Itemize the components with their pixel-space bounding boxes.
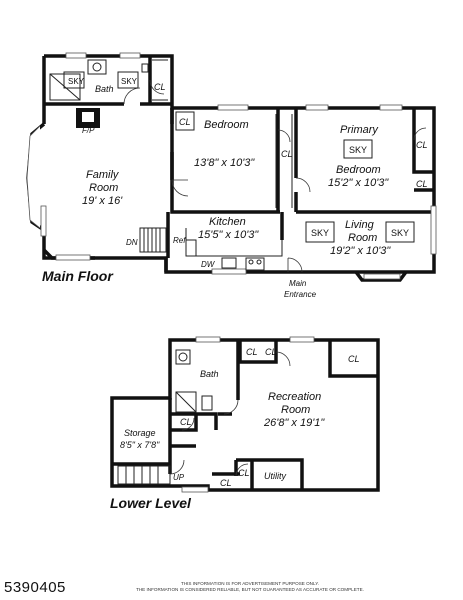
lower-closet-label-2: CL (265, 347, 277, 357)
living-room-label-2: Room (348, 232, 377, 244)
bedroom-closet-label-2: CL (281, 149, 293, 159)
top-closets-walls (238, 340, 378, 378)
kitchen-counter (185, 228, 283, 257)
storage-label: Storage (124, 428, 156, 438)
listing-id: 5390405 (4, 579, 66, 596)
stairs-down-label: DN (126, 238, 138, 247)
living-room-label-1: Living (345, 219, 375, 231)
kitchen-label: Kitchen (209, 216, 246, 228)
lower-shower-icon (175, 391, 197, 413)
toilet-icon (141, 63, 149, 73)
sky-label-bath-1: SKY (68, 77, 85, 86)
lower-bath-closet-walls (170, 414, 198, 448)
lower-bath-label: Bath (200, 369, 219, 379)
primary-bedroom-label: Bedroom (336, 164, 381, 176)
bath-closet-label: CL (154, 82, 166, 92)
refrigerator-label: Ref (173, 236, 186, 245)
kitchen-dims: 15'5" x 10'3" (198, 229, 259, 241)
bedroom-closet-divider (275, 114, 293, 208)
recreation-room-label-2: Room (281, 404, 310, 416)
kitchen-wall (164, 212, 284, 272)
fireplace-label: F/P (82, 126, 95, 135)
lower-closet-label-mid: CL (180, 417, 192, 427)
sky-label-bath-2: SKY (121, 77, 138, 86)
bedroom-walls (166, 108, 434, 258)
sink-icon (87, 59, 107, 75)
disclaimer-line-1: THIS INFORMATION IS FOR ADVERTISEMENT PU… (181, 581, 319, 586)
kitchen-sink-icon (221, 257, 237, 269)
family-room-label-1: Family (86, 169, 120, 181)
living-room-dims: 19'2" x 10'3" (330, 245, 391, 257)
bedroom-dims: 13'8" x 10'3" (194, 157, 255, 169)
utility-label: Utility (264, 471, 286, 481)
utility-walls (212, 458, 304, 490)
dishwasher-label: DW (201, 260, 216, 269)
bedroom-closet-outline (175, 111, 195, 131)
main-floor-plan (26, 52, 437, 282)
sky-label-primary: SKY (349, 145, 367, 155)
family-room-dims: 19' x 16' (82, 195, 123, 207)
lower-bath-walls (170, 340, 240, 430)
primary-closet-label-1: CL (416, 140, 428, 150)
main-entrance-label-1: Main (289, 279, 307, 288)
bath-wall (44, 56, 174, 180)
sky-label-living-2: SKY (391, 228, 409, 238)
lower-closet-label-1: CL (246, 347, 258, 357)
lower-toilet-icon (201, 395, 213, 411)
bedroom-closet-label-1: CL (179, 117, 191, 127)
primary-label: Primary (340, 124, 379, 136)
primary-bedroom-dims: 15'2" x 10'3" (328, 177, 389, 189)
stairs-up-label: UP (173, 473, 185, 482)
main-entrance-label-2: Entrance (284, 290, 317, 299)
disclaimer-line-2: THE INFORMATION IS CONSIDERED RELIABLE, … (136, 587, 364, 592)
main-stairs (139, 227, 167, 253)
disclaimer: THIS INFORMATION IS FOR ADVERTISEMENT PU… (110, 581, 390, 593)
shower-icon (49, 73, 81, 101)
stove-icon (245, 257, 265, 271)
lower-sink-icon (175, 349, 191, 365)
sky-label-living-1: SKY (311, 228, 329, 238)
lower-closet-label-bottom-1: CL (220, 478, 232, 488)
main-floor-title: Main Floor (42, 268, 114, 284)
lower-level-outer-wall (110, 338, 380, 492)
family-room-label-2: Room (89, 182, 118, 194)
primary-closet-label-2: CL (416, 179, 428, 189)
lower-closet-label-bottom-2: CL (238, 468, 250, 478)
recreation-room-dims: 26'8" x 19'1" (263, 417, 325, 429)
bedroom-label: Bedroom (204, 119, 249, 131)
lower-closet-label-right: CL (348, 354, 360, 364)
recreation-room-label-1: Recreation (268, 391, 321, 403)
bath-label: Bath (95, 84, 114, 94)
lower-level-title: Lower Level (110, 495, 192, 511)
lower-stairs (117, 465, 171, 485)
storage-dims: 8'5" x 7'8" (120, 440, 160, 450)
lower-level-plan (110, 336, 380, 493)
primary-closet-wall (412, 108, 434, 192)
